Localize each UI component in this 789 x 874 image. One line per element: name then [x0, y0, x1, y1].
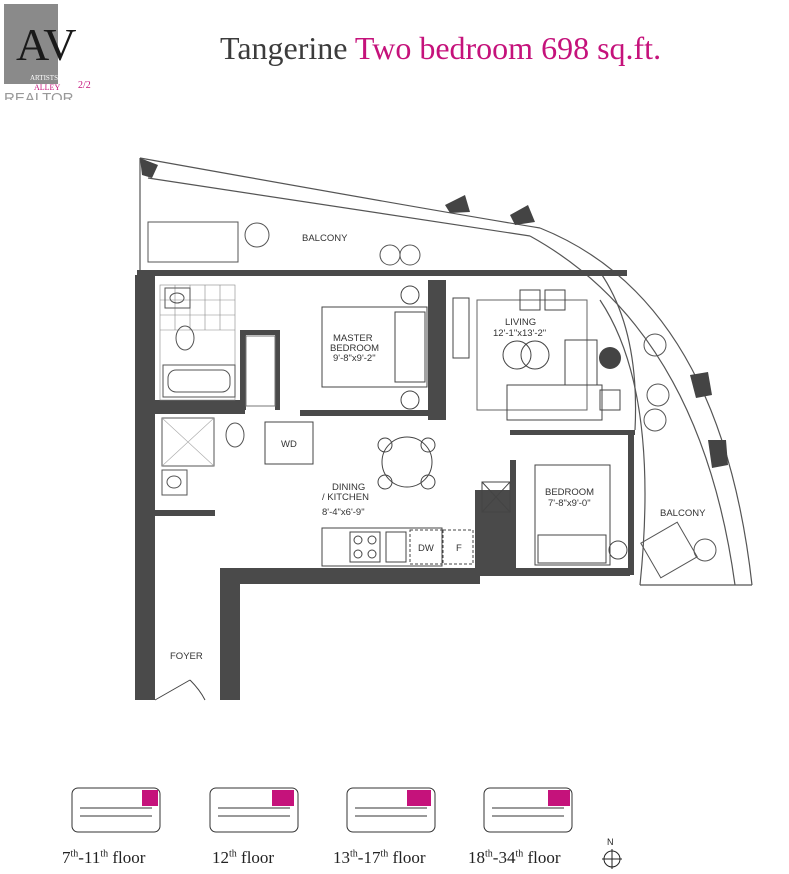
- balcony-chair: [640, 521, 698, 579]
- shower: [161, 417, 215, 467]
- second-bed: [534, 464, 611, 566]
- title-unit-type: Two bedroom 698 sq.ft.: [354, 30, 662, 66]
- dishwasher: [409, 529, 443, 565]
- logo-line2: ALLEY: [34, 83, 60, 92]
- label-dining-2: / KITCHEN: [322, 492, 369, 503]
- cooktop: [349, 531, 381, 563]
- logo-realtor: REALTOR: [4, 90, 74, 100]
- title-model: Tangerine: [220, 30, 348, 66]
- master-nightstand-2: [400, 390, 420, 410]
- north-arrow-icon: N: [602, 837, 622, 869]
- floor-label-13-17: 13th-17th floor: [333, 848, 426, 867]
- toilet-second: [225, 422, 245, 448]
- kitchen-counter: [321, 527, 443, 567]
- balcony-lounger: [147, 221, 239, 263]
- label-foyer: FOYER: [170, 651, 203, 662]
- interior-walls: [155, 330, 635, 575]
- logo-line1: ARTISTS': [30, 74, 59, 82]
- label-master-2: BEDROOM: [330, 343, 379, 354]
- sink-second: [161, 469, 188, 496]
- label-wd: WD: [281, 439, 297, 450]
- label-dining-1: DINING: [332, 482, 365, 493]
- master-bed: [321, 306, 428, 388]
- label-fridge: F: [456, 543, 462, 554]
- label-bedroom-dims: 7'-8"x9'-0": [548, 498, 591, 509]
- balcony-plant-1: [379, 244, 401, 266]
- label-bedroom: BEDROOM: [545, 487, 594, 498]
- label-dining-dims: 8'-4"x6'-9": [322, 507, 365, 518]
- living-area: [476, 299, 588, 411]
- key-plan-13-17: [346, 787, 436, 833]
- sofa: [506, 384, 603, 421]
- exterior-walls: [135, 270, 630, 700]
- master-nightstand-1: [400, 285, 420, 305]
- balcony-posts: [140, 158, 728, 468]
- balcony-plant-3: [643, 333, 667, 357]
- label-balcony-right: BALCONY: [660, 508, 706, 519]
- floor-lamp: [599, 347, 621, 369]
- closet: [245, 335, 276, 407]
- page-title: Tangerine Two bedroom 698 sq.ft.: [220, 30, 661, 67]
- toilet-master: [175, 325, 195, 351]
- key-plan-18-34: [483, 787, 573, 833]
- label-master-dims: 9'-8"x9'-2": [333, 353, 376, 364]
- sink-master: [164, 287, 191, 309]
- label-living: LIVING: [505, 317, 536, 328]
- floor-label-12: 12th floor: [212, 848, 275, 867]
- label-balcony-top: BALCONY: [302, 233, 348, 244]
- floor-label-18-34: 18th-34th floor: [468, 848, 561, 867]
- bedroom-nightstand: [608, 540, 628, 560]
- label-dw: DW: [418, 543, 434, 554]
- key-plan-7-11: [71, 787, 161, 833]
- balcony-table: [244, 222, 270, 248]
- sink-kitchen: [385, 531, 407, 563]
- mechanical-shaft: [481, 481, 511, 513]
- north-label: N: [607, 837, 614, 847]
- washer-dryer: [264, 421, 314, 465]
- floor-label-7-11: 7th-11th floor: [62, 848, 146, 867]
- logo-letters: AV: [16, 19, 77, 70]
- key-plan-12: [209, 787, 299, 833]
- dining-table: [381, 436, 433, 488]
- label-master-1: MASTER: [333, 333, 373, 344]
- fridge: [442, 529, 474, 565]
- label-living-dims: 12'-1"x13'-2": [493, 328, 546, 339]
- balcony-plant-2: [399, 244, 421, 266]
- bathtub: [162, 364, 236, 398]
- tv-console: [452, 297, 470, 359]
- logo-fraction: 2/2: [78, 80, 91, 91]
- bathroom-tiles: [159, 284, 236, 401]
- artists-alley-logo: AV ARTISTS' ALLEY 2/2 REALTOR: [4, 4, 91, 100]
- coffee-table: [502, 340, 532, 370]
- entry-door: [154, 679, 191, 701]
